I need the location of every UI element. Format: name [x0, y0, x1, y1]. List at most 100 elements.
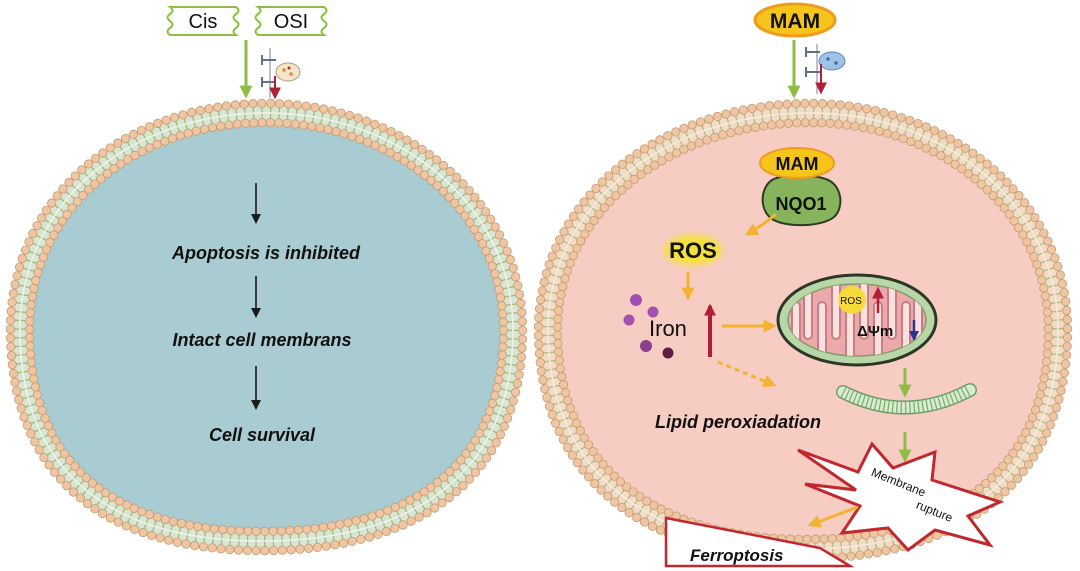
lipid-head	[615, 477, 625, 487]
lipid-head	[596, 485, 606, 495]
lipid-head	[576, 236, 586, 246]
lipid-head	[495, 430, 505, 440]
lipid-head	[84, 159, 94, 169]
lipid-head	[29, 283, 39, 294]
lipid-head	[10, 377, 20, 387]
lipid-head	[862, 104, 872, 114]
lipid-head	[835, 100, 845, 110]
lipid-head	[218, 525, 228, 535]
lipid-head	[276, 526, 287, 536]
lipid-head	[198, 542, 209, 552]
lipid-head	[30, 437, 40, 447]
lipid-head	[128, 129, 138, 139]
inhibition-bar-icon	[805, 47, 820, 57]
lipid-head	[20, 245, 31, 255]
lipid-head	[362, 137, 373, 147]
lipid-head	[1014, 223, 1024, 233]
lipid-head	[6, 315, 16, 325]
lipid-head	[632, 149, 642, 159]
lipid-head	[484, 253, 494, 264]
lipid-head	[458, 481, 468, 491]
lipid-head	[242, 545, 252, 555]
lipid-head	[302, 524, 312, 534]
lipid-head	[1062, 341, 1072, 351]
lipid-head	[584, 222, 594, 232]
lipid-head	[1042, 348, 1053, 359]
lipid-head	[544, 401, 555, 411]
lipid-head	[1022, 237, 1032, 247]
lipid-head	[1009, 216, 1019, 226]
lipid-head	[554, 426, 564, 437]
lipid-head	[494, 375, 504, 385]
lipid-head	[422, 508, 432, 518]
lipid-head	[963, 169, 974, 179]
lipid-head	[82, 498, 93, 509]
lipid-head	[817, 118, 827, 128]
lipid-head	[470, 435, 480, 445]
step-apoptosis-inhibited: Apoptosis is inhibited	[171, 243, 361, 263]
lipid-head	[498, 317, 508, 327]
lipid-head	[508, 263, 518, 273]
lipid-head	[105, 513, 115, 523]
lipid-head	[31, 275, 41, 286]
lipid-head	[553, 339, 563, 349]
lipid-head	[130, 524, 140, 534]
lipid-head	[301, 101, 311, 111]
lipid-head	[96, 174, 106, 184]
ros-glow	[664, 235, 722, 265]
mam-nqo1-complex: NQO1 MAM	[759, 147, 842, 227]
lipid-head	[498, 334, 508, 344]
lipid-head	[114, 496, 125, 506]
lipid-head	[579, 433, 589, 443]
lipid-head	[226, 525, 236, 535]
lipid-head	[474, 428, 484, 438]
lipid-head	[1034, 267, 1045, 277]
lipid-head	[292, 100, 302, 110]
nqo1-label: NQO1	[775, 194, 826, 214]
lipid-head	[50, 467, 60, 477]
lipid-head	[321, 541, 331, 551]
lipid-head	[758, 121, 769, 131]
lipid-head	[310, 102, 320, 113]
lipid-head	[836, 533, 846, 543]
lipid-head	[1037, 275, 1047, 285]
lipid-head	[1034, 220, 1045, 230]
lipid-head	[1062, 314, 1072, 325]
lipid-head	[498, 342, 508, 352]
lipid-head	[610, 497, 620, 507]
lipid-head	[1042, 307, 1053, 317]
lipid-head	[469, 224, 479, 235]
lipid-head	[775, 119, 785, 129]
lipid-head	[936, 151, 946, 161]
lipid-head	[481, 414, 492, 424]
lipid-head	[773, 100, 783, 110]
mitochondrion-cristae	[791, 284, 923, 356]
lipid-head	[100, 488, 111, 498]
lipid-head	[1037, 381, 1047, 391]
lipid-peroxidation-label: Lipid peroxiadation	[655, 412, 821, 432]
arrow-rupture-to-ferroptosis	[807, 505, 859, 528]
lipid-head	[378, 144, 388, 154]
lipid-head	[6, 342, 16, 352]
lipid-head	[583, 440, 594, 450]
lipid-head	[431, 155, 442, 165]
lipid-head	[575, 426, 585, 436]
lipid-head	[53, 223, 63, 233]
lipid-head	[536, 366, 547, 376]
lipid-head	[642, 496, 652, 506]
lipid-head	[47, 198, 57, 208]
lipid-head	[1032, 259, 1042, 270]
lipid-head	[890, 131, 900, 141]
lipid-head	[588, 446, 598, 457]
lipid-head	[181, 539, 191, 549]
lipid-head	[260, 526, 270, 536]
lipid-head	[27, 366, 38, 376]
lipid-head	[568, 211, 579, 221]
cristae-fill	[793, 284, 921, 356]
lipid-head	[298, 120, 309, 130]
lipid-head	[378, 123, 388, 133]
lipid-head	[1029, 452, 1039, 462]
lipid-head	[17, 253, 27, 264]
lipid-head	[516, 352, 526, 362]
membrane-midline	[19, 112, 514, 542]
